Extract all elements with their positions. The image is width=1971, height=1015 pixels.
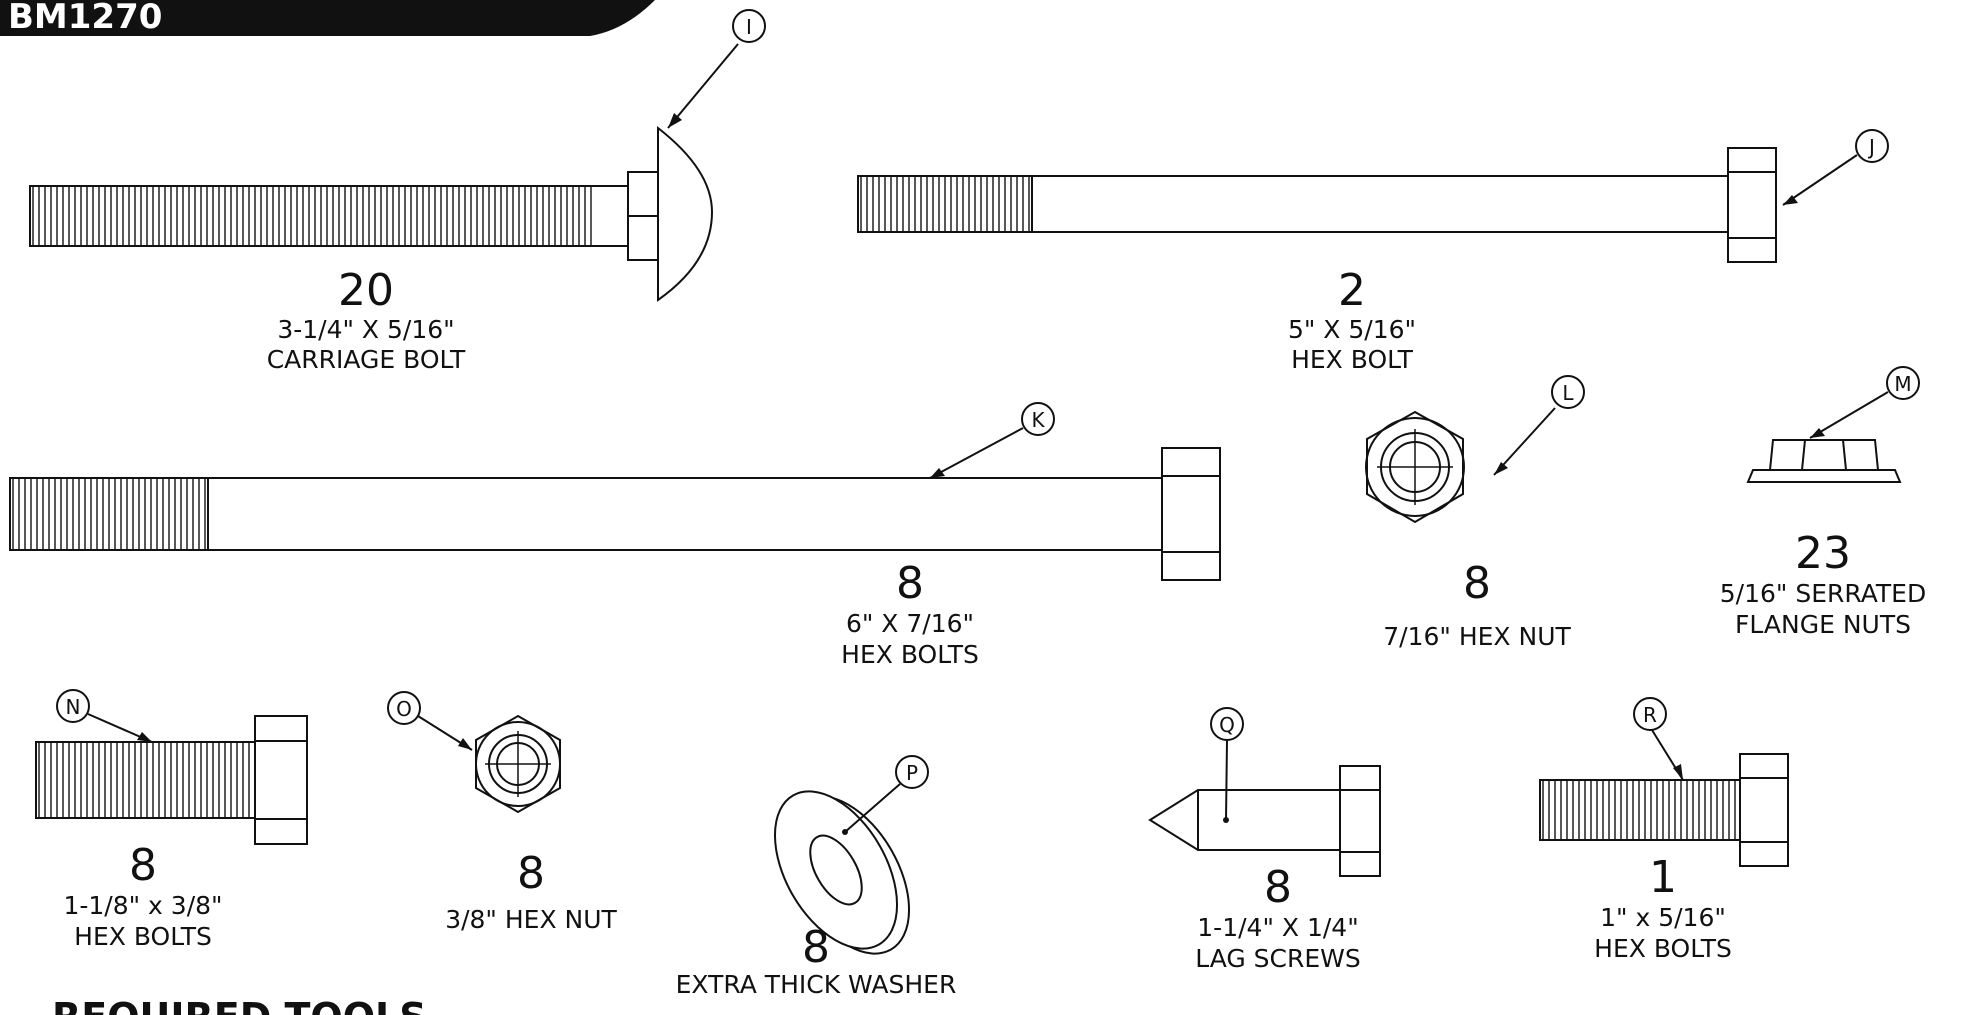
part-k-desc-2: HEX BOLTS — [841, 640, 979, 669]
part-p-washer-drawing — [773, 790, 911, 955]
part-l-qty: 8 — [1463, 558, 1491, 609]
model-tab: BM1270 — [0, 0, 655, 37]
callout-r-letter: R — [1643, 703, 1657, 727]
part-m-qty: 23 — [1795, 528, 1851, 579]
thread-n — [38, 742, 250, 818]
part-n-desc-2: HEX BOLTS — [74, 922, 212, 951]
part-l-hex-nut-drawing — [1365, 410, 1465, 524]
part-n-hex-bolt-drawing — [35, 715, 308, 845]
part-i-desc-2: CARRIAGE BOLT — [267, 345, 466, 374]
callout-r: R — [1633, 697, 1684, 781]
callout-q-letter: Q — [1219, 713, 1235, 737]
thread-i — [32, 186, 592, 246]
part-q-lag-screw-drawing — [1148, 765, 1381, 877]
callout-k: K — [929, 402, 1055, 479]
part-q-desc-2: LAG SCREWS — [1195, 944, 1361, 973]
callout-n: N — [56, 689, 153, 743]
part-o-hex-nut-drawing — [475, 714, 561, 814]
part-m-desc-2: FLANGE NUTS — [1735, 610, 1911, 639]
part-i-carriage-bolt-drawing — [29, 125, 714, 302]
callout-m-letter: M — [1894, 372, 1911, 396]
callout-k-letter: K — [1031, 408, 1045, 432]
callout-l-letter: L — [1562, 381, 1574, 405]
callout-m: M — [1809, 366, 1920, 439]
part-p-qty: 8 — [802, 922, 830, 973]
part-q-desc-1: 1-1/4" X 1/4" — [1197, 913, 1358, 942]
part-k-qty: 8 — [896, 558, 924, 609]
part-i-desc-1: 3-1/4" X 5/16" — [277, 315, 454, 344]
part-o-qty: 8 — [517, 848, 545, 899]
section-heading: REQUIRED TOOLS — [52, 995, 427, 1015]
part-r-desc-1: 1" x 5/16" — [1600, 903, 1726, 932]
part-k-hex-bolt-drawing — [9, 447, 1221, 581]
part-i-qty: 20 — [338, 265, 394, 316]
callout-i-letter: I — [746, 15, 752, 39]
part-o-desc-1: 3/8" HEX NUT — [445, 905, 617, 934]
thread-r — [1542, 780, 1736, 840]
part-n-qty: 8 — [129, 840, 157, 891]
part-q-qty: 8 — [1264, 862, 1292, 913]
callout-p: P — [842, 755, 929, 835]
part-j-hex-bolt-drawing — [857, 147, 1777, 263]
model-number: BM1270 — [8, 0, 162, 37]
part-j-desc-2: HEX BOLT — [1291, 345, 1414, 374]
part-j-qty: 2 — [1338, 265, 1366, 316]
callout-j: J — [1782, 129, 1889, 206]
callout-o-letter: O — [396, 697, 412, 721]
part-p-desc-1: EXTRA THICK WASHER — [676, 970, 957, 999]
part-l-desc-1: 7/16" HEX NUT — [1383, 622, 1571, 651]
callout-q: Q — [1210, 707, 1244, 823]
callout-j-letter: J — [1867, 135, 1875, 159]
part-m-flange-nut-drawing — [1746, 439, 1902, 483]
callout-l: L — [1493, 375, 1585, 476]
callout-p-letter: P — [906, 761, 918, 785]
part-r-desc-2: HEX BOLTS — [1594, 934, 1732, 963]
part-k-desc-1: 6" X 7/16" — [846, 609, 974, 638]
thread-j — [860, 176, 1030, 232]
callout-i: I — [667, 9, 766, 129]
thread-k — [12, 478, 206, 550]
part-r-qty: 1 — [1649, 852, 1677, 903]
part-j-desc-1: 5" X 5/16" — [1288, 315, 1416, 344]
callout-n-letter: N — [66, 695, 81, 719]
part-n-desc-1: 1-1/8" x 3/8" — [63, 891, 222, 920]
part-r-hex-bolt-drawing — [1539, 753, 1789, 867]
part-m-desc-1: 5/16" SERRATED — [1720, 579, 1926, 608]
callout-o: O — [387, 691, 473, 751]
